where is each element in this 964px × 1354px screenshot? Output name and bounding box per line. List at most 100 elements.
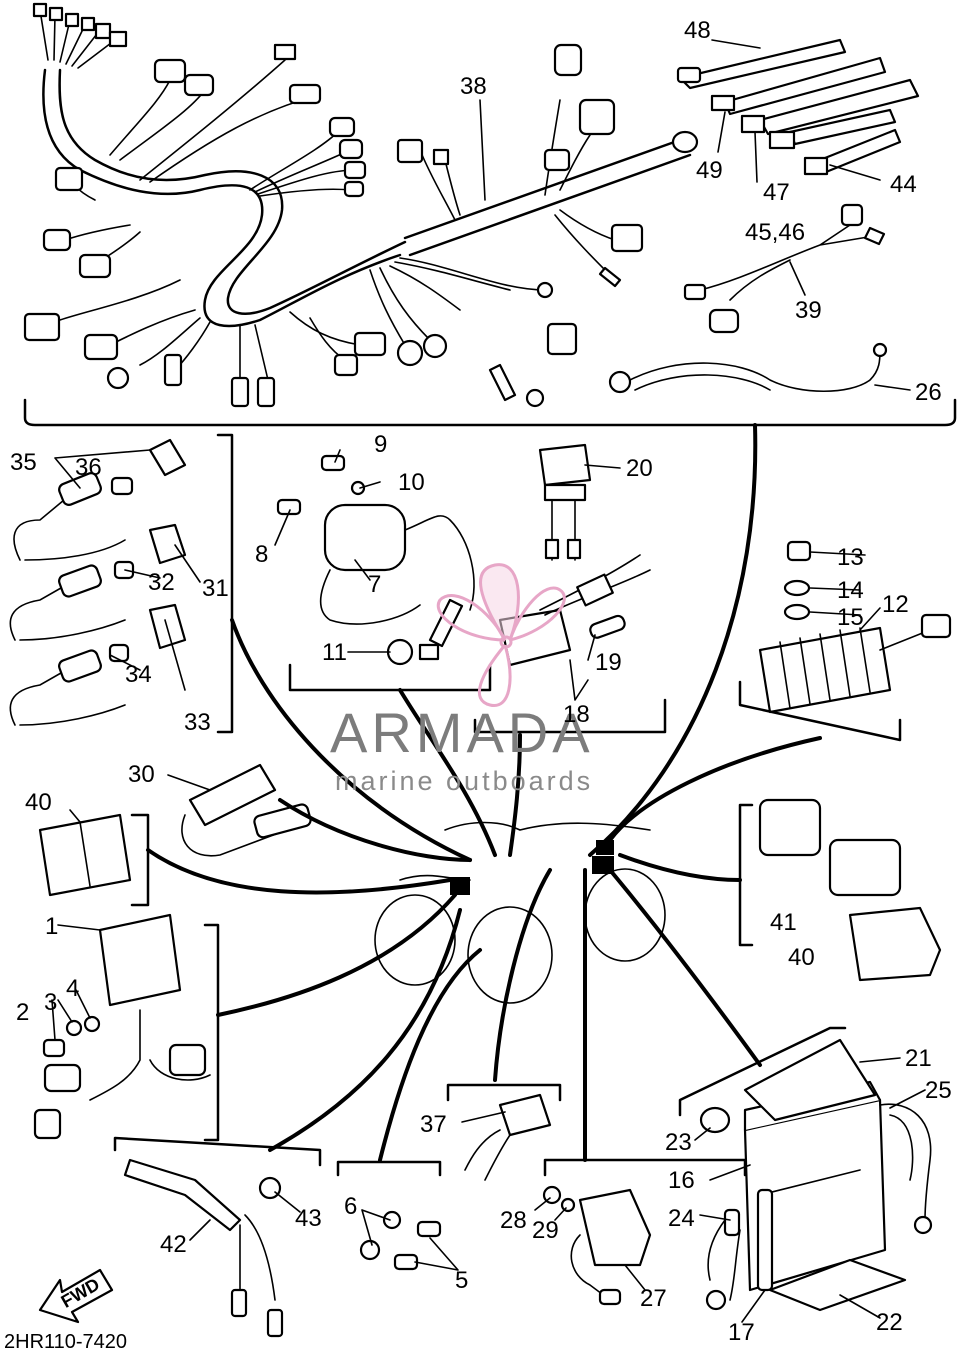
callout-29: 29 — [532, 1217, 559, 1244]
wire-lead-39[interactable] — [683, 203, 886, 334]
battery-cover-21[interactable] — [743, 1038, 877, 1122]
callout-41: 41 — [770, 909, 797, 936]
callout-6: 6 — [344, 1193, 357, 1220]
bolt-set-5-6[interactable] — [359, 1210, 442, 1271]
callout-32: 32 — [148, 569, 175, 596]
cdi-unit-1[interactable] — [33, 913, 211, 1140]
callout-7: 7 — [368, 571, 381, 598]
plug-cap-30[interactable] — [181, 763, 312, 857]
starter-relay-18[interactable] — [498, 554, 651, 667]
engine-outline — [374, 821, 666, 1004]
coupler-37-bracket — [446, 1083, 562, 1102]
callout-14: 14 — [837, 577, 864, 604]
thermo-switch-33[interactable] — [9, 603, 187, 726]
callout-48: 48 — [684, 17, 711, 44]
cable-17[interactable] — [756, 1188, 774, 1292]
coupler-bracket-right — [738, 803, 754, 947]
band-47[interactable] — [740, 78, 920, 136]
thermo-switch-35[interactable] — [13, 438, 187, 561]
coil-group-bracket — [288, 663, 492, 692]
callout-22: 22 — [876, 1309, 903, 1336]
callout-2: 2 — [16, 999, 29, 1026]
callout-23: 23 — [665, 1129, 692, 1156]
fwd-arrow-icon: FWD — [38, 1268, 114, 1324]
diagram-code: 2HR110-7420 — [4, 1331, 127, 1353]
callout-17: 17 — [728, 1319, 755, 1346]
nut-29[interactable] — [560, 1197, 576, 1213]
relay-group-bracket — [473, 698, 667, 734]
callout-49: 49 — [696, 157, 723, 184]
callout-9: 9 — [374, 431, 387, 458]
sensor-group-bracket — [216, 433, 234, 734]
armada-logo-icon — [436, 563, 566, 707]
callout-42: 42 — [160, 1231, 187, 1258]
coupler-37[interactable] — [464, 1093, 552, 1181]
relay-bottom-bracket — [543, 1158, 747, 1177]
band-49[interactable] — [710, 56, 887, 116]
clamp-45-46[interactable] — [768, 108, 897, 150]
callout-36: 36 — [75, 454, 102, 481]
callout-11: 11 — [322, 639, 347, 666]
grommet-43[interactable] — [258, 1176, 282, 1200]
cdi-bracket — [203, 923, 220, 1142]
clamp-44[interactable] — [803, 128, 902, 176]
callout-28: 28 — [500, 1207, 527, 1234]
washer-14[interactable] — [783, 579, 811, 597]
callout-5: 5 — [455, 1267, 468, 1294]
bolt-9[interactable] — [320, 454, 346, 472]
wire-harness-38[interactable] — [23, 2, 699, 408]
callout-15: 15 — [837, 604, 864, 631]
cap-23[interactable] — [699, 1106, 731, 1134]
callout-44: 44 — [890, 171, 917, 198]
callout-35: 35 — [10, 449, 37, 476]
thermo-switch-31[interactable] — [9, 523, 187, 641]
washer-10[interactable] — [350, 480, 366, 496]
battery-breather-25[interactable] — [879, 1103, 933, 1235]
callout-40-left: 40 — [25, 789, 52, 816]
callout-45-46: 45,46 — [745, 219, 805, 246]
callout-24: 24 — [668, 1205, 695, 1232]
cover-40-right[interactable] — [848, 906, 942, 982]
callout-26: 26 — [915, 379, 942, 406]
starter-relay-27[interactable] — [570, 1188, 652, 1306]
band-48[interactable] — [676, 38, 847, 90]
coupler-41[interactable] — [758, 798, 902, 897]
washer-15[interactable] — [783, 603, 811, 621]
callout-10: 10 — [398, 469, 425, 496]
cover-bracket-left — [130, 813, 150, 907]
battery-band-22[interactable] — [768, 1258, 907, 1312]
callout-31: 31 — [202, 575, 229, 602]
bolt-2[interactable] — [42, 1038, 66, 1058]
callout-16: 16 — [668, 1167, 695, 1194]
callout-4: 4 — [66, 975, 79, 1002]
callout-27: 27 — [640, 1285, 667, 1312]
lead-wire-26[interactable] — [608, 342, 888, 394]
brand-watermark: ARMADA — [330, 701, 594, 764]
callout-leaders — [51, 39, 926, 1323]
washer-4[interactable] — [83, 1015, 101, 1033]
switch-42-bracket — [113, 1136, 322, 1167]
switch-20[interactable] — [538, 443, 592, 561]
washer-3[interactable] — [65, 1019, 83, 1037]
callout-19: 19 — [595, 649, 622, 676]
ignition-coil-7[interactable] — [319, 503, 475, 666]
callout-39: 39 — [795, 297, 822, 324]
callout-40-right: 40 — [788, 944, 815, 971]
rectifier-regulator-12[interactable] — [758, 613, 952, 714]
callout-8: 8 — [255, 541, 268, 568]
callout-33: 33 — [184, 709, 211, 736]
switch-42[interactable] — [123, 1158, 284, 1338]
callout-30: 30 — [128, 761, 155, 788]
callout-37: 37 — [420, 1111, 447, 1138]
cable-24[interactable] — [705, 1208, 741, 1311]
brand-tagline: marine outboards — [335, 766, 593, 796]
callout-25: 25 — [925, 1077, 952, 1104]
callout-12: 12 — [882, 591, 909, 618]
cover-40-left[interactable] — [38, 813, 132, 897]
callout-21: 21 — [905, 1045, 932, 1072]
bolt-13[interactable] — [786, 540, 812, 562]
callout-43: 43 — [295, 1205, 322, 1232]
callout-18: 18 — [563, 701, 590, 728]
